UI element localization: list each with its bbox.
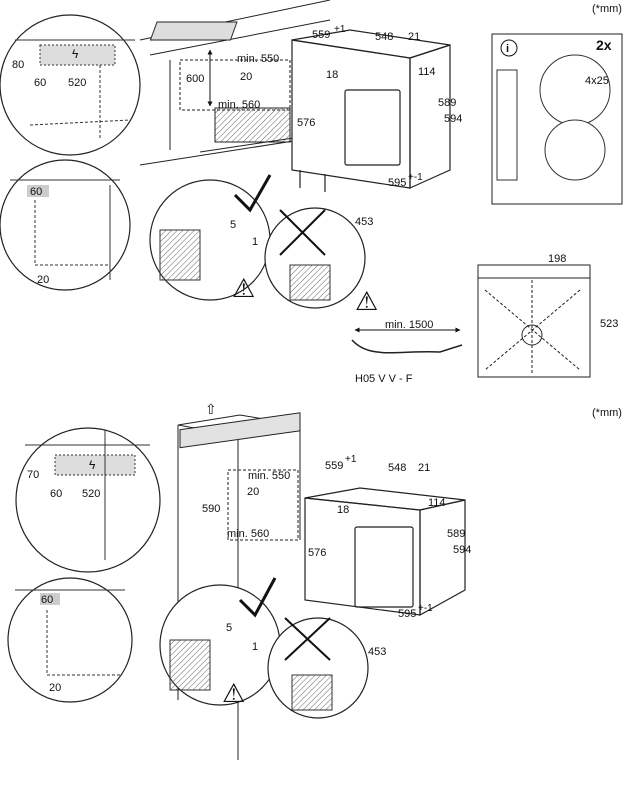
dim-589: 589 [447,528,465,540]
mount-correct: ⚠ [149,174,272,303]
dim-21: 21 [418,462,430,474]
dim-453: 453 [368,646,386,658]
dim-520: 520 [82,488,100,500]
dim-595-sup: +-1 [418,603,433,614]
warning-icon: ⚠ [232,273,255,303]
magnifier-corner [0,159,131,291]
dim-18: 18 [337,504,349,516]
dim-60-corner: 60 [30,186,42,198]
dim-18: 18 [326,69,338,81]
dim-548: 548 [388,462,406,474]
top-section: (*mm) 600 20 min. 550 min. 560 ϟ 80 60 [0,0,623,385]
dim-60: 60 [34,77,46,89]
dim-min560: min. 560 [218,99,260,111]
mount-correct: ⚠ [159,577,281,708]
dim-520: 520 [68,77,86,89]
dim-559: 559 [325,460,343,472]
oven-front [304,487,466,617]
dim-559: 559 [312,29,330,41]
dim-114: 114 [428,497,446,509]
cable-length: min. 1500 [385,319,433,331]
dim-559-sup: +1 [345,454,357,465]
dim-589: 589 [438,97,456,109]
dim-60-corner: 60 [41,594,53,606]
dim-595: 595 [398,608,416,620]
magnifier-cutout: ϟ [0,14,141,156]
dim-21: 21 [408,31,420,43]
lift-arrow: ⇧ [205,401,217,417]
dim-523: 523 [600,318,618,330]
dim-min550: min. 550 [237,53,279,65]
magnifier-cutout: ϟ [15,427,161,573]
dim-70: 70 [27,469,39,481]
dim-114: 114 [418,66,436,78]
dim-1: 1 [252,236,258,248]
dim-5: 5 [226,622,232,634]
dim-1: 1 [252,641,258,653]
dim-20-corner: 20 [37,274,49,286]
dim-min560: min. 560 [227,528,269,540]
unit-note: (*mm) [592,407,622,419]
dim-80: 80 [12,59,24,71]
dim-594: 594 [444,113,462,125]
cable [351,327,463,354]
oven-front [291,29,451,192]
warning-icon: ⚠ [355,286,378,316]
dim-min550: min. 550 [248,470,290,482]
dim-590: 590 [202,503,220,515]
info-count: 2x [596,37,612,53]
dim-595: 595 [388,177,406,189]
unit-note: (*mm) [592,3,622,15]
info-icon: i [506,43,509,55]
screw-size: 4x25 [585,75,609,87]
cable-type: H05 V V - F [355,373,413,385]
dim-559-sup: +1 [334,24,346,35]
bottom-section: (*mm) ⇧ 590 20 min. 550 min. 560 ϟ 70 60… [7,401,622,760]
mount-wrong [264,207,366,309]
magnifier-corner [7,577,133,703]
dim-20: 20 [240,71,252,83]
dim-20: 20 [247,486,259,498]
dim-5: 5 [230,219,236,231]
door-detail [477,264,591,378]
dim-20-corner: 20 [49,682,61,694]
dim-60: 60 [50,488,62,500]
power-icon: ϟ [72,47,79,61]
power-icon: ϟ [89,458,96,472]
dim-198: 198 [548,253,566,265]
dim-453: 453 [355,216,373,228]
dim-548: 548 [375,31,393,43]
warning-icon: ⚠ [222,678,245,708]
dim-600: 600 [186,73,204,85]
mount-wrong [267,617,369,719]
dim-594: 594 [453,544,471,556]
dim-595-sup: +-1 [408,172,423,183]
dim-576: 576 [297,117,315,129]
info-box: i [491,33,623,205]
dim-576: 576 [308,547,326,559]
